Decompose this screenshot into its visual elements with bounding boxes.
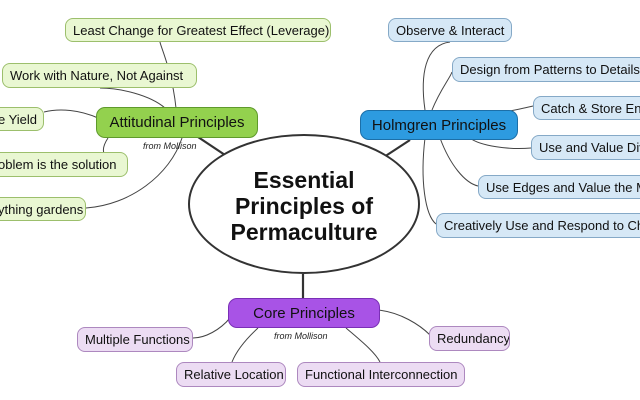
link-hol-design bbox=[431, 71, 453, 111]
leaf-problem-solution-label: oblem is the solution bbox=[0, 157, 117, 172]
link-att-nature bbox=[99, 87, 166, 109]
leaf-use-value-diversity-label: Use and Value Diversity bbox=[539, 140, 640, 155]
core-note: from Mollison bbox=[274, 331, 328, 341]
link-core-redundancy bbox=[377, 309, 431, 336]
link-att-yield bbox=[43, 109, 99, 119]
central-topic-title: Essential Principles of Permaculture bbox=[230, 167, 378, 245]
attitudinal-principles-label: Attitudinal Principles bbox=[109, 114, 245, 131]
leaf-yield-label: e Yield bbox=[0, 111, 38, 127]
leaf-redundancy[interactable]: Redundancy bbox=[429, 326, 510, 351]
leaf-catch-store-label: Catch & Store Energy bbox=[541, 100, 640, 116]
core-principles-label: Core Principles bbox=[253, 304, 355, 322]
link-hol-diversity bbox=[469, 137, 532, 149]
leaf-use-value-diversity[interactable]: Use and Value Diversity bbox=[531, 135, 640, 160]
holmgren-principles-label: Holmgren Principles bbox=[371, 116, 507, 134]
leaf-design-patterns-label: Design from Patterns to Details bbox=[460, 62, 640, 77]
leaf-observe-interact[interactable]: Observe & Interact bbox=[388, 18, 512, 42]
leaf-use-edges-label: Use Edges and Value the Marginal bbox=[486, 179, 640, 195]
leaf-relative-location-label: Relative Location bbox=[184, 367, 284, 382]
leaf-functional-interconnection-label: Functional Interconnection bbox=[305, 367, 458, 382]
leaf-design-patterns[interactable]: Design from Patterns to Details bbox=[452, 57, 640, 82]
leaf-multiple-functions-label: Multiple Functions bbox=[85, 332, 190, 347]
leaf-everything-gardens[interactable]: ything gardens bbox=[0, 197, 86, 221]
attitudinal-principles-node[interactable]: Attitudinal Principles bbox=[96, 107, 258, 138]
leaf-relative-location[interactable]: Relative Location bbox=[176, 362, 286, 387]
link-hol-change bbox=[422, 137, 437, 225]
leaf-problem-solution[interactable]: oblem is the solution bbox=[0, 152, 128, 177]
leaf-creatively-respond-label: Creatively Use and Respond to Change bbox=[444, 218, 640, 233]
link-core-multiple bbox=[192, 317, 231, 339]
central-topic[interactable]: Essential Principles of Permaculture bbox=[188, 134, 420, 274]
leaf-yield[interactable]: e Yield bbox=[0, 107, 44, 131]
leaf-leverage-label: Least Change for Greatest Effect (Levera… bbox=[73, 22, 330, 38]
leaf-use-edges[interactable]: Use Edges and Value the Marginal bbox=[478, 175, 640, 199]
holmgren-principles-node[interactable]: Holmgren Principles bbox=[360, 110, 518, 140]
leaf-leverage[interactable]: Least Change for Greatest Effect (Levera… bbox=[65, 18, 331, 42]
leaf-catch-store[interactable]: Catch & Store Energy bbox=[533, 96, 640, 120]
leaf-multiple-functions[interactable]: Multiple Functions bbox=[77, 327, 193, 352]
link-core-relative bbox=[231, 327, 259, 363]
leaf-observe-interact-label: Observe & Interact bbox=[396, 22, 505, 38]
leaf-functional-interconnection[interactable]: Functional Interconnection bbox=[297, 362, 465, 387]
leaf-work-with-nature-label: Work with Nature, Not Against bbox=[10, 68, 184, 83]
leaf-redundancy-label: Redundancy bbox=[437, 331, 510, 346]
link-hol-edges bbox=[439, 137, 479, 187]
link-att-gardens bbox=[85, 137, 183, 209]
link-hol-observe bbox=[422, 41, 451, 111]
leaf-work-with-nature[interactable]: Work with Nature, Not Against bbox=[2, 63, 197, 88]
link-center-holmgren bbox=[383, 139, 411, 158]
attitudinal-note: from Mollison bbox=[143, 141, 197, 151]
leaf-everything-gardens-label: ything gardens bbox=[0, 201, 84, 217]
link-att-leverage bbox=[159, 41, 177, 109]
link-core-interconnection bbox=[345, 327, 381, 363]
leaf-creatively-respond[interactable]: Creatively Use and Respond to Change bbox=[436, 213, 640, 238]
core-principles-node[interactable]: Core Principles bbox=[228, 298, 380, 328]
